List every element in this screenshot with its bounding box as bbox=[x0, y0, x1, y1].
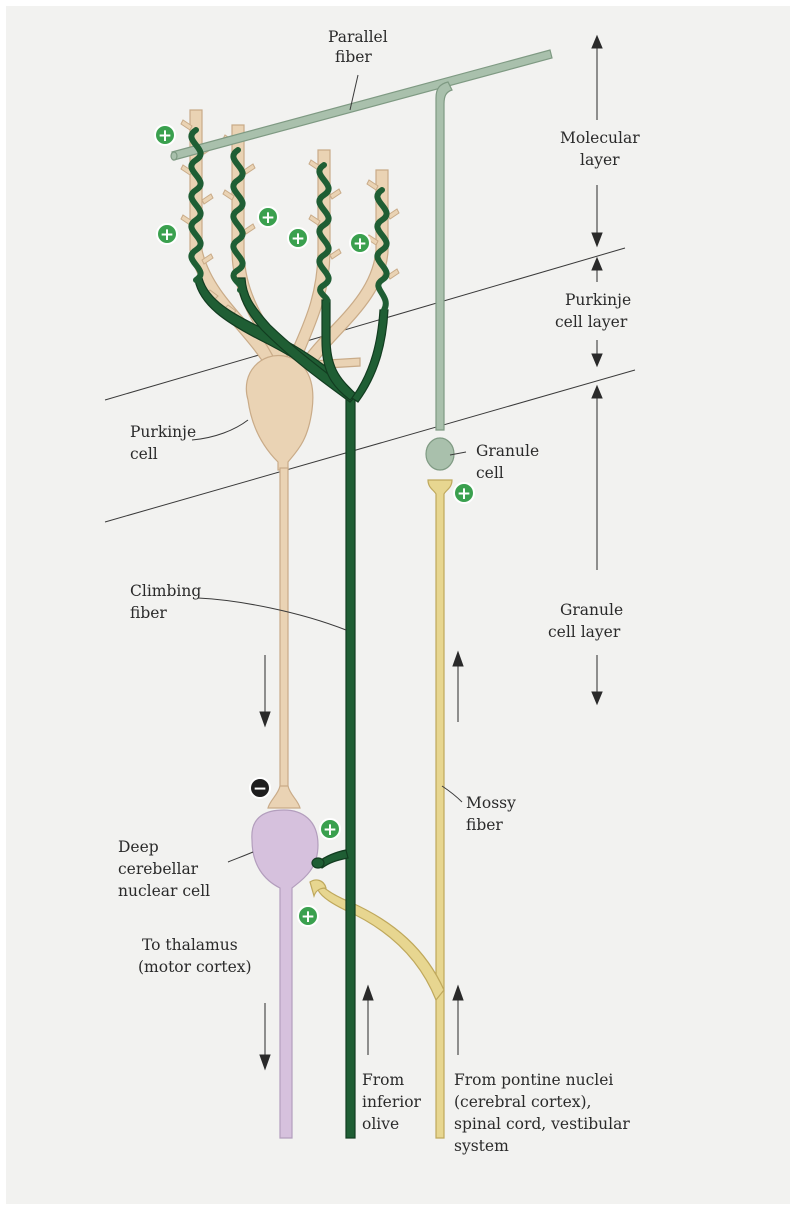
plus-sign-4: + bbox=[288, 228, 308, 249]
svg-text:+: + bbox=[291, 229, 305, 249]
plus-sign-8: + bbox=[298, 906, 318, 927]
label-from-pontine-nuclei: From pontine nuclei (cerebral cortex), s… bbox=[454, 1071, 635, 1155]
minus-sign: − bbox=[250, 778, 270, 799]
plus-sign-7: + bbox=[320, 819, 340, 840]
plus-sign-1: + bbox=[155, 125, 175, 146]
purkinje-cell bbox=[181, 110, 399, 808]
svg-text:−: − bbox=[253, 779, 267, 799]
deep-cerebellar-nuclear-cell bbox=[252, 810, 318, 1138]
svg-text:+: + bbox=[160, 225, 174, 245]
label-purkinje-cell-layer: Purkinje cell layer bbox=[555, 291, 636, 331]
svg-text:+: + bbox=[323, 820, 337, 840]
mossy-fiber bbox=[310, 480, 452, 1138]
label-purkinje-cell: Purkinje cell bbox=[130, 423, 201, 463]
svg-text:+: + bbox=[261, 208, 275, 228]
plus-sign-6: + bbox=[454, 483, 474, 504]
label-to-thalamus: To thalamus (motor cortex) bbox=[138, 936, 252, 976]
plus-sign-2: + bbox=[157, 224, 177, 245]
label-climbing-fiber: Climbing fiber bbox=[130, 582, 206, 622]
label-granule-cell: Granule cell bbox=[476, 442, 544, 482]
label-parallel-fiber: Parallel fiber bbox=[328, 28, 393, 66]
label-mossy-fiber: Mossy fiber bbox=[466, 794, 521, 834]
label-granule-cell-layer: Granule cell layer bbox=[548, 601, 628, 641]
svg-text:+: + bbox=[301, 907, 315, 927]
granule-cell bbox=[171, 50, 552, 470]
plus-sign-3: + bbox=[258, 207, 278, 228]
svg-text:+: + bbox=[353, 234, 367, 254]
plus-sign-5: + bbox=[350, 233, 370, 254]
purkinje-granule-boundary bbox=[105, 370, 635, 522]
label-molecular-layer: Molecular layer bbox=[560, 129, 645, 169]
svg-text:+: + bbox=[457, 484, 471, 504]
label-deep-cerebellar-nuclear-cell: Deep cerebellar nuclear cell bbox=[118, 838, 210, 900]
svg-text:+: + bbox=[158, 126, 172, 146]
label-from-inferior-olive: From inferior olive bbox=[362, 1071, 426, 1133]
